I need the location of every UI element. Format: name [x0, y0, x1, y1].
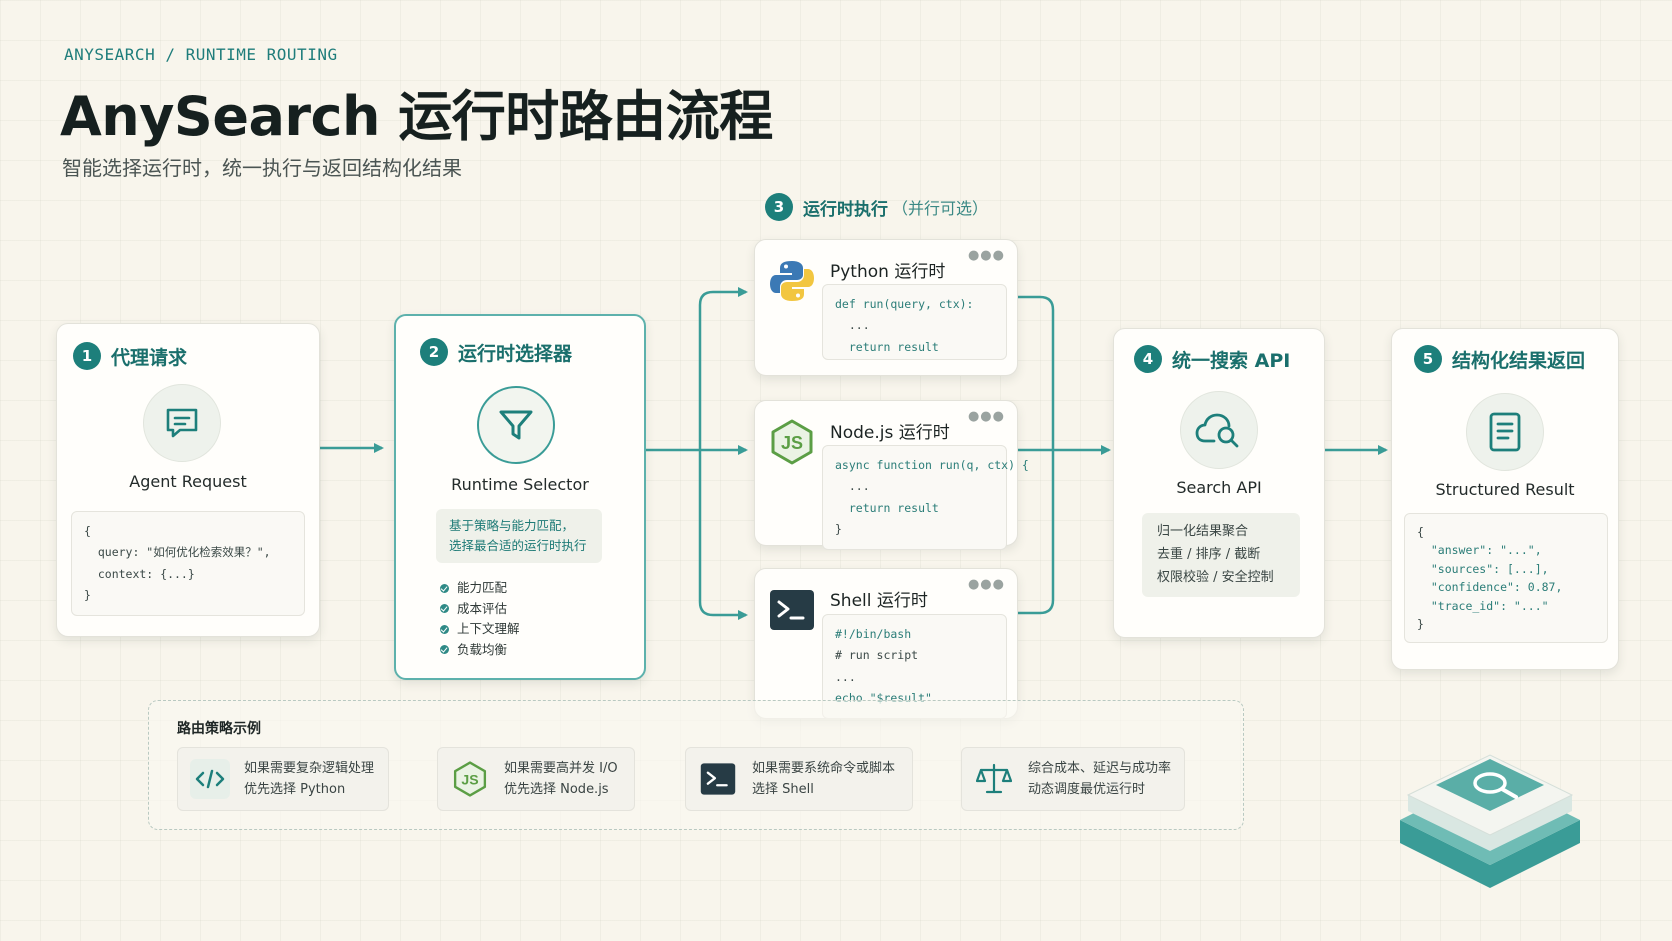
check-icon: [440, 604, 449, 614]
step-5-header: 5 结构化结果返回: [1414, 345, 1585, 373]
step-3-header: 3 运行时执行 （并行可选）: [765, 193, 988, 221]
document-icon: [1466, 393, 1544, 471]
check-icon: [440, 624, 449, 634]
page-title: AnySearch 运行时路由流程: [60, 85, 773, 148]
runtime-selector-card: 2 运行时选择器 Runtime Selector 基于策略与能力匹配， 选择最…: [394, 314, 646, 680]
criteria-item: 能力匹配: [440, 578, 520, 599]
step-5-badge: 5: [1414, 345, 1442, 373]
more-icon[interactable]: ●●●: [967, 409, 1005, 424]
step-2-header: 2 运行时选择器: [420, 338, 572, 366]
more-icon[interactable]: ●●●: [967, 248, 1005, 263]
python-runtime-code: def run(query, ctx): ... return result: [822, 284, 1007, 360]
nodejs-runtime-title: Node.js 运行时: [830, 423, 950, 443]
step-2-badge: 2: [420, 338, 448, 366]
runtime-selector-label: Runtime Selector: [451, 475, 589, 494]
balance-scale-icon: [974, 759, 1014, 799]
nodejs-logo-icon: JS: [771, 419, 813, 465]
terminal-icon: [698, 759, 738, 799]
structured-result-label: Structured Result: [1435, 480, 1575, 499]
funnel-icon: [477, 386, 555, 464]
arrow-to-python: [698, 287, 748, 450]
code-icon: [190, 759, 230, 799]
strategy-item-shell: 如果需要系统命令或脚本选择 Shell: [685, 747, 913, 811]
criteria-item: 上下文理解: [440, 619, 520, 640]
step-5-title: 结构化结果返回: [1452, 349, 1586, 372]
routing-strategy-panel: 路由策略示例 如果需要复杂逻辑处理优先选择 Python JS 如果需要高并发 …: [148, 700, 1244, 830]
step-3-badge: 3: [765, 193, 793, 221]
structured-result-card: 5 结构化结果返回 Structured Result { "answer": …: [1391, 328, 1619, 670]
python-runtime-card: ●●● Python 运行时 def run(query, ctx): ... …: [754, 239, 1018, 376]
structured-result-code: { "answer": "...", "sources": [...], "co…: [1404, 513, 1608, 644]
step-1-title: 代理请求: [111, 346, 188, 369]
shell-runtime-title: Shell 运行时: [830, 591, 928, 611]
selector-criteria-list: 能力匹配 成本评估 上下文理解 负载均衡: [440, 578, 520, 660]
line-shell-out: [1016, 450, 1055, 615]
line-python-out: [1016, 295, 1055, 450]
criteria-item: 负载均衡: [440, 640, 520, 661]
step-3-title: 运行时执行: [803, 199, 888, 220]
step-2-title: 运行时选择器: [458, 342, 573, 365]
more-icon[interactable]: ●●●: [967, 577, 1005, 592]
search-api-features: 归一化结果聚合 去重 / 排序 / 截断 权限校验 / 安全控制: [1142, 513, 1300, 598]
check-icon: [440, 583, 449, 593]
step-1-badge: 1: [73, 342, 101, 370]
shell-runtime-card: ●●● Shell 运行时 #!/bin/bash # run script .…: [754, 568, 1018, 720]
nodejs-runtime-code: async function run(q, ctx) { ... return …: [822, 445, 1029, 551]
step-4-badge: 4: [1134, 345, 1162, 373]
agent-request-label: Agent Request: [129, 472, 247, 491]
agent-request-card: 1 代理请求 Agent Request { query: "如何优化检索效果？…: [56, 323, 320, 637]
strategy-item-python: 如果需要复杂逻辑处理优先选择 Python: [177, 747, 389, 811]
nodejs-icon: JS: [450, 759, 490, 799]
check-icon: [440, 645, 449, 655]
nodejs-runtime-card: ●●● JS Node.js 运行时 async function run(q,…: [754, 400, 1029, 551]
step-3-note: （并行可选）: [892, 199, 989, 218]
search-api-card: 4 统一搜索 API Search API 归一化结果聚合 去重 / 排序 / …: [1113, 328, 1325, 638]
selector-description: 基于策略与能力匹配， 选择最合适的运行时执行: [436, 509, 602, 563]
svg-text:JS: JS: [781, 433, 803, 453]
svg-text:JS: JS: [461, 771, 478, 787]
search-api-label: Search API: [1176, 478, 1262, 497]
strategy-item-dynamic: 综合成本、延迟与成功率动态调度最优运行时: [961, 747, 1185, 811]
step-4-header: 4 统一搜索 API: [1134, 345, 1290, 373]
python-runtime-title: Python 运行时: [830, 262, 946, 282]
agent-request-code: { query: "如何优化检索效果？", context: {...} }: [71, 511, 305, 617]
step-1-header: 1 代理请求: [73, 342, 187, 370]
page-subtitle: 智能选择运行时，统一执行与返回结构化结果: [62, 156, 462, 180]
eyebrow-breadcrumb: ANYSEARCH / RUNTIME ROUTING: [64, 45, 338, 64]
arrow-to-shell: [698, 450, 748, 620]
isometric-search-icon: [1400, 754, 1580, 888]
terminal-icon: [770, 590, 814, 630]
criteria-item: 成本评估: [440, 599, 520, 620]
step-4-title: 统一搜索 API: [1172, 349, 1291, 372]
cloud-search-icon: [1180, 391, 1258, 469]
python-logo-icon: [770, 261, 814, 301]
chat-bubble-icon: [143, 384, 221, 462]
routing-strategy-title: 路由策略示例: [177, 721, 261, 737]
